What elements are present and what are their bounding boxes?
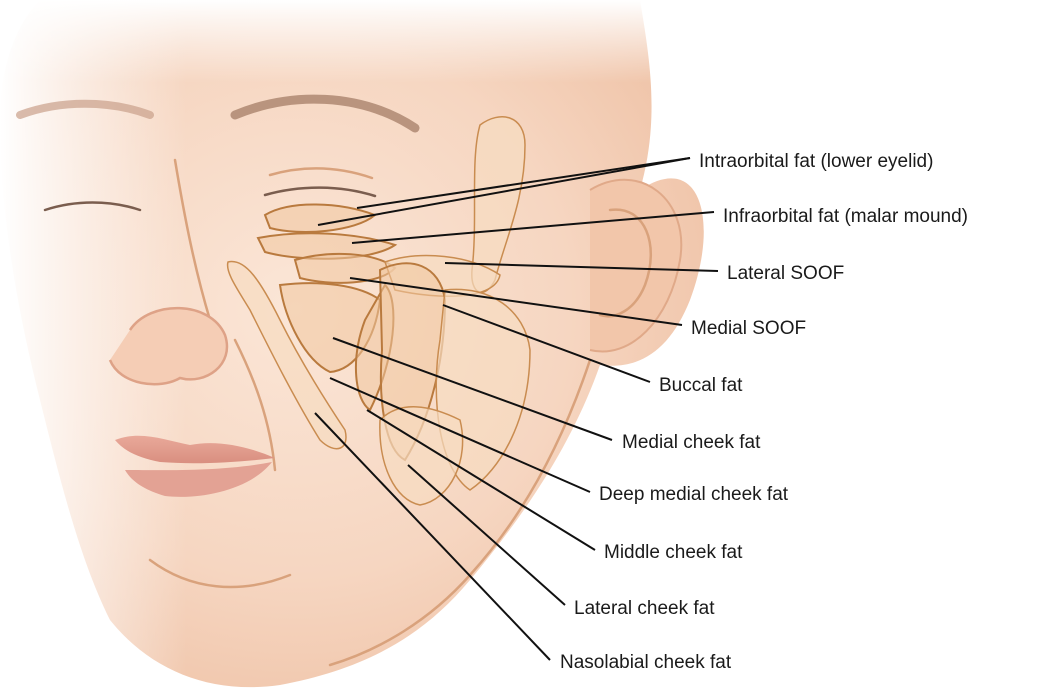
label-medial-cheek-fat: Medial cheek fat — [622, 432, 761, 453]
label-middle-cheek-fat: Middle cheek fat — [604, 542, 743, 563]
label-lateral-soof: Lateral SOOF — [727, 263, 844, 284]
label-deep-medial-cheek-fat: Deep medial cheek fat — [599, 484, 789, 505]
label-buccal-fat: Buccal fat — [659, 375, 743, 396]
label-medial-soof: Medial SOOF — [691, 318, 806, 339]
label-infraorbital-fat: Infraorbital fat (malar mound) — [723, 206, 968, 227]
label-intraorbital-fat: Intraorbital fat (lower eyelid) — [699, 151, 933, 172]
label-nasolabial-cheek-fat: Nasolabial cheek fat — [560, 652, 732, 673]
label-lateral-cheek-fat: Lateral cheek fat — [574, 598, 715, 619]
